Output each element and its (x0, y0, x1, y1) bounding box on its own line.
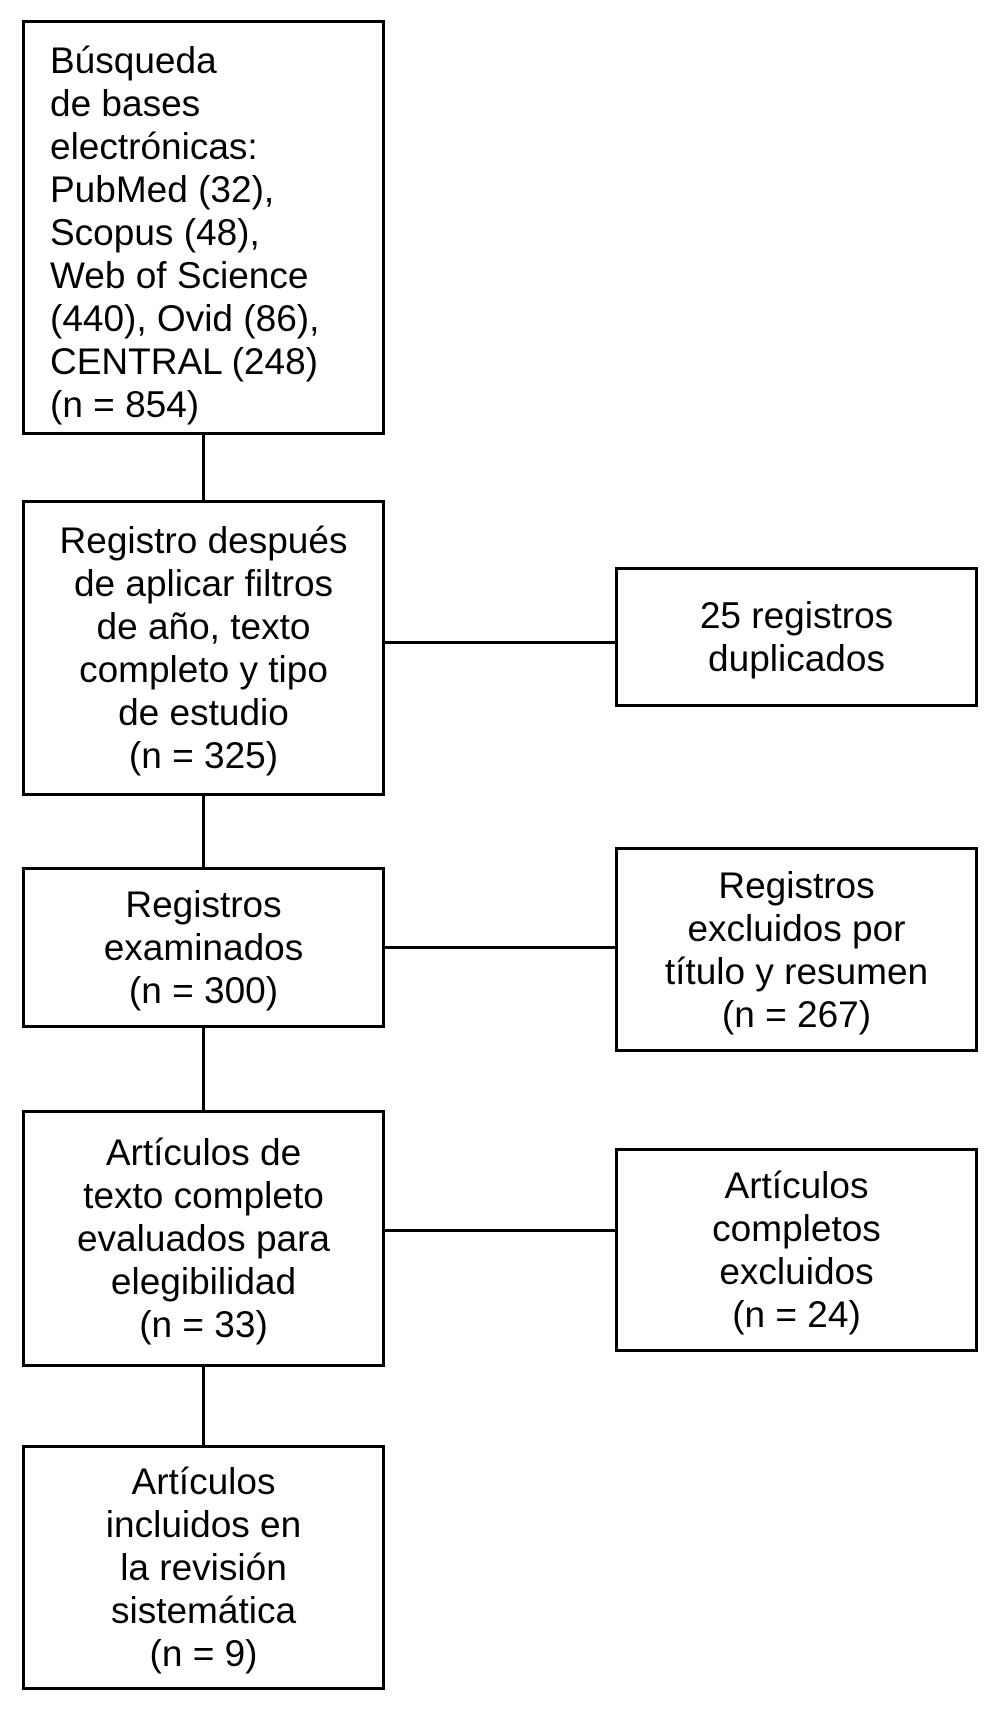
box-records-after-filters-text: Registro después de aplicar filtros de a… (59, 520, 348, 776)
connector-fulltext-to-included (202, 1367, 205, 1445)
box-fulltext-assessed-text: Artículos de texto completo evaluados pa… (76, 1132, 331, 1345)
box-duplicate-records-text: 25 registros duplicados (699, 595, 894, 679)
box-duplicate-records: 25 registros duplicados (615, 567, 978, 707)
box-database-search: Búsqueda de bases electrónicas: PubMed (… (22, 20, 385, 435)
box-records-screened-text: Registros examinados (n = 300) (103, 884, 304, 1011)
connector-screened-to-fulltext (202, 1028, 205, 1110)
box-fulltext-excluded: Artículos completos excluidos (n = 24) (615, 1148, 978, 1352)
box-records-after-filters: Registro después de aplicar filtros de a… (22, 500, 385, 796)
connector-screened-to-excluded (385, 946, 615, 949)
connector-fulltext-to-excluded (385, 1229, 615, 1232)
connector-filtered-to-screened (202, 796, 205, 867)
box-database-search-text: Búsqueda de bases electrónicas: PubMed (… (50, 40, 320, 425)
box-excluded-title-abstract: Registros excluidos por título y resumen… (615, 847, 978, 1052)
box-fulltext-assessed: Artículos de texto completo evaluados pa… (22, 1110, 385, 1367)
connector-search-to-filtered (202, 435, 205, 500)
connector-filtered-to-duplicates (385, 641, 615, 644)
box-excluded-title-abstract-text: Registros excluidos por título y resumen… (664, 864, 929, 1035)
box-included-review: Artículos incluidos en la revisión siste… (22, 1445, 385, 1690)
box-records-screened: Registros examinados (n = 300) (22, 867, 385, 1028)
box-included-review-text: Artículos incluidos en la revisión siste… (105, 1461, 302, 1674)
box-fulltext-excluded-text: Artículos completos excluidos (n = 24) (712, 1165, 881, 1335)
